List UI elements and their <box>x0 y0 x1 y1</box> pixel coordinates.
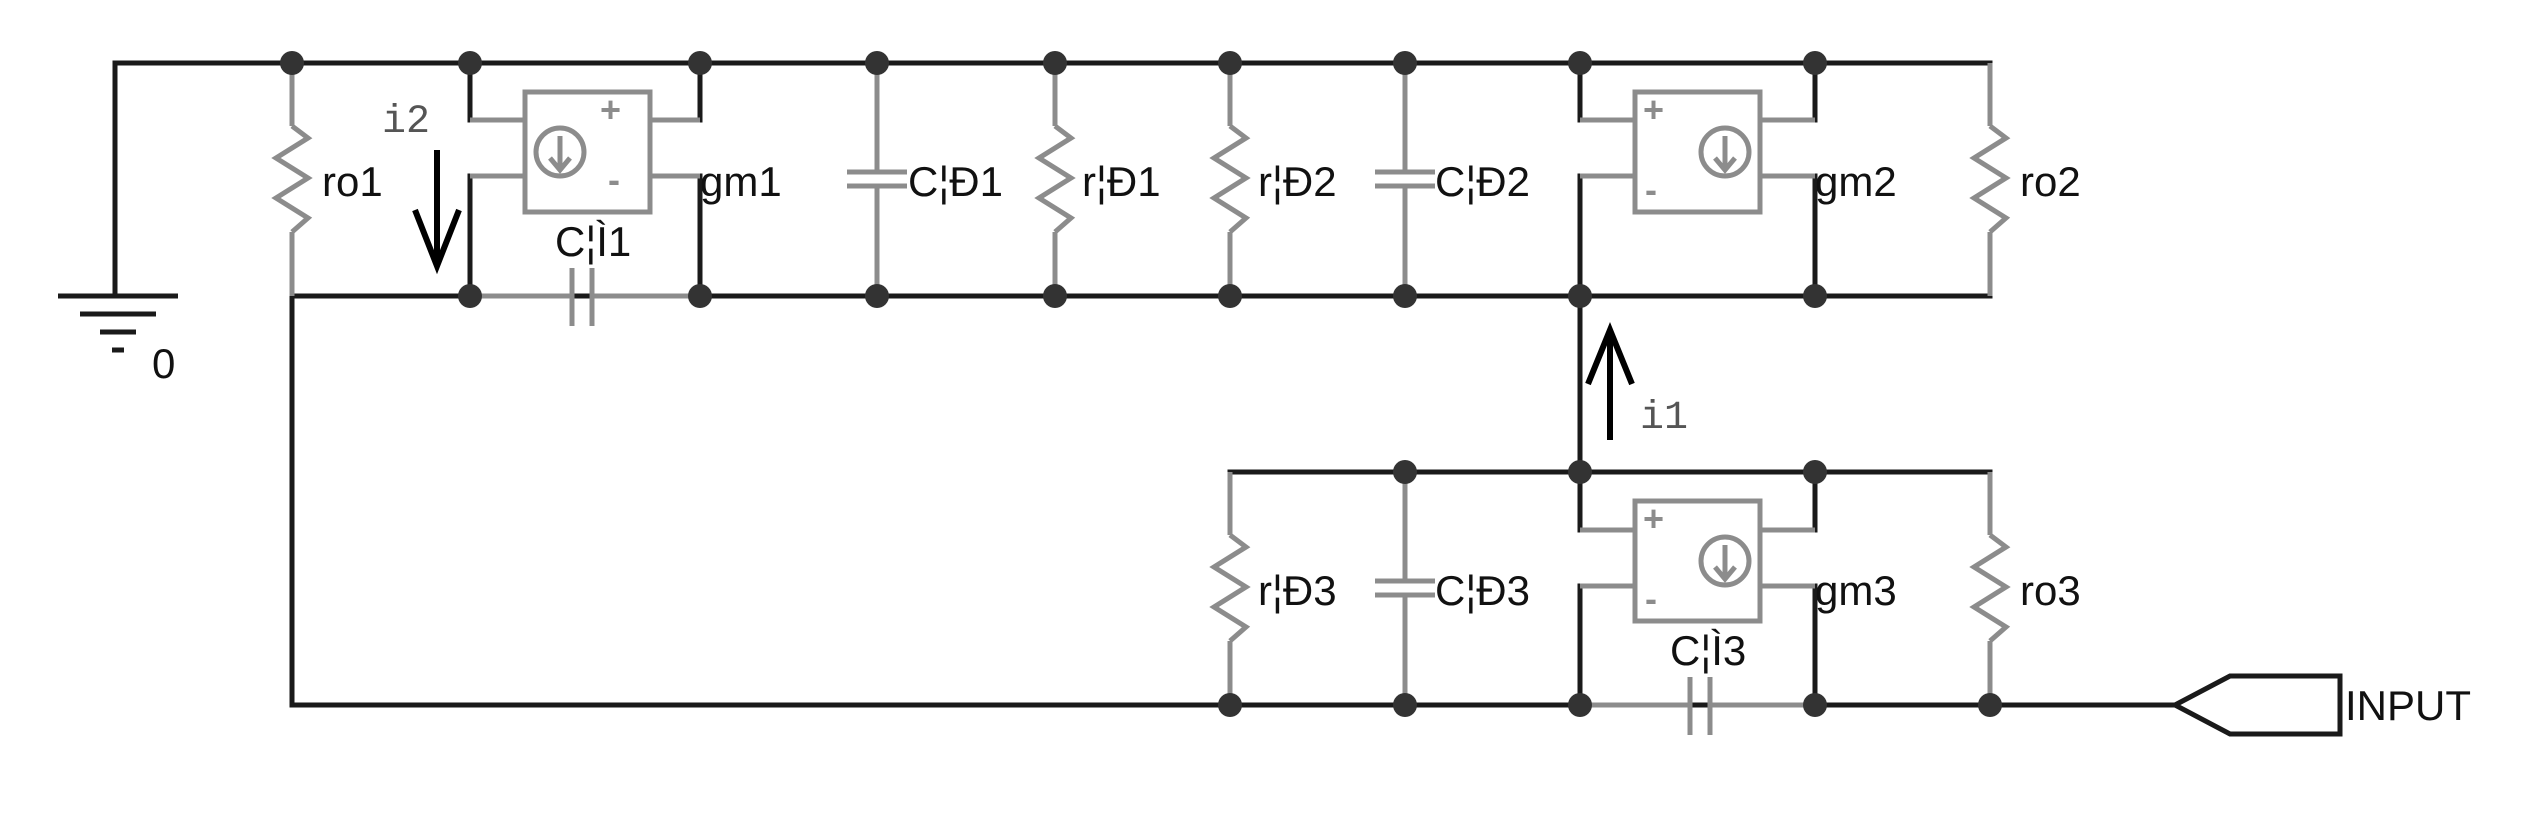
label-gm1: gm1 <box>700 158 782 205</box>
node <box>1803 284 1827 308</box>
node <box>1393 284 1417 308</box>
resistor-ro1 <box>271 124 313 234</box>
node <box>1393 460 1417 484</box>
input-port: INPUT <box>2169 673 2471 737</box>
node <box>1978 693 2002 717</box>
resistor-ro3 <box>1969 533 2011 643</box>
label-gm3: gm3 <box>1815 567 1897 614</box>
node <box>1218 693 1242 717</box>
controlled-sources: + - + - + - <box>470 89 1815 624</box>
source-gm3: + - <box>1580 498 1815 624</box>
miller-capacitors <box>470 268 1815 735</box>
capacitor-cu1 <box>470 268 700 326</box>
current-i1-label: i1 <box>1640 396 1688 441</box>
gm2-minus-sign: - <box>1645 169 1657 210</box>
label-ro3: ro3 <box>2020 567 2081 614</box>
node <box>1043 284 1067 308</box>
input-port-label: INPUT <box>2345 682 2471 729</box>
node <box>1218 284 1242 308</box>
node <box>1568 693 1592 717</box>
node <box>865 284 889 308</box>
label-cu1: C¦Ì1 <box>555 218 631 265</box>
resistor-rpi1 <box>1034 124 1076 234</box>
node <box>458 51 482 75</box>
gm1-minus-sign: - <box>608 159 620 200</box>
node <box>1393 51 1417 75</box>
node <box>1803 51 1827 75</box>
gm3-plus-sign: + <box>1643 498 1664 539</box>
capacitor-cu3 <box>1580 677 1815 735</box>
node <box>1803 693 1827 717</box>
node <box>1568 460 1592 484</box>
node <box>1568 51 1592 75</box>
node <box>865 51 889 75</box>
label-rpi2: r¦Ð2 <box>1258 158 1337 205</box>
label-cpi3: C¦Ð3 <box>1435 567 1530 614</box>
node <box>1803 460 1827 484</box>
node <box>1393 693 1417 717</box>
label-ro2: ro2 <box>2020 158 2081 205</box>
capacitor-cpi1 <box>847 63 907 296</box>
label-cpi1: C¦Ð1 <box>908 158 1003 205</box>
gm1-plus-sign: + <box>600 89 621 130</box>
label-gm2: gm2 <box>1815 158 1897 205</box>
label-ro1: ro1 <box>322 158 383 205</box>
resistor-ro2 <box>1969 124 2011 234</box>
node <box>688 284 712 308</box>
resistor-rpi2 <box>1209 124 1251 234</box>
ground-symbol: 0 <box>58 293 178 387</box>
gm3-minus-sign: - <box>1645 578 1657 619</box>
source-gm2: + - <box>1580 89 1815 215</box>
source-gm1: + - <box>470 89 700 215</box>
junction-nodes <box>280 51 2002 717</box>
label-cu3: C¦Ì3 <box>1670 627 1746 674</box>
input-port-shape <box>2169 673 2343 737</box>
component-labels: ro1 gm1 C¦Ð1 r¦Ð1 r¦Ð2 C¦Ð2 gm2 ro2 C¦Ì1… <box>322 158 2081 674</box>
node <box>1043 51 1067 75</box>
gm2-plus-sign: + <box>1643 89 1664 130</box>
label-rpi1: r¦Ð1 <box>1082 158 1161 205</box>
label-cpi2: C¦Ð2 <box>1435 158 1530 205</box>
capacitor-cpi2 <box>1375 63 1435 296</box>
ground-label: 0 <box>152 340 175 387</box>
node <box>458 284 482 308</box>
capacitors <box>847 63 1435 705</box>
node <box>1218 51 1242 75</box>
current-i2-label: i2 <box>382 100 430 145</box>
current-arrow-i1: i1 <box>1585 322 1688 441</box>
node <box>1568 284 1592 308</box>
current-arrows: i2 i1 <box>382 100 1688 441</box>
node <box>688 51 712 75</box>
resistor-rpi3 <box>1209 533 1251 643</box>
node <box>280 51 304 75</box>
label-rpi3: r¦Ð3 <box>1258 567 1337 614</box>
current-arrow-i2: i2 <box>382 100 462 275</box>
capacitor-cpi3 <box>1375 472 1435 705</box>
